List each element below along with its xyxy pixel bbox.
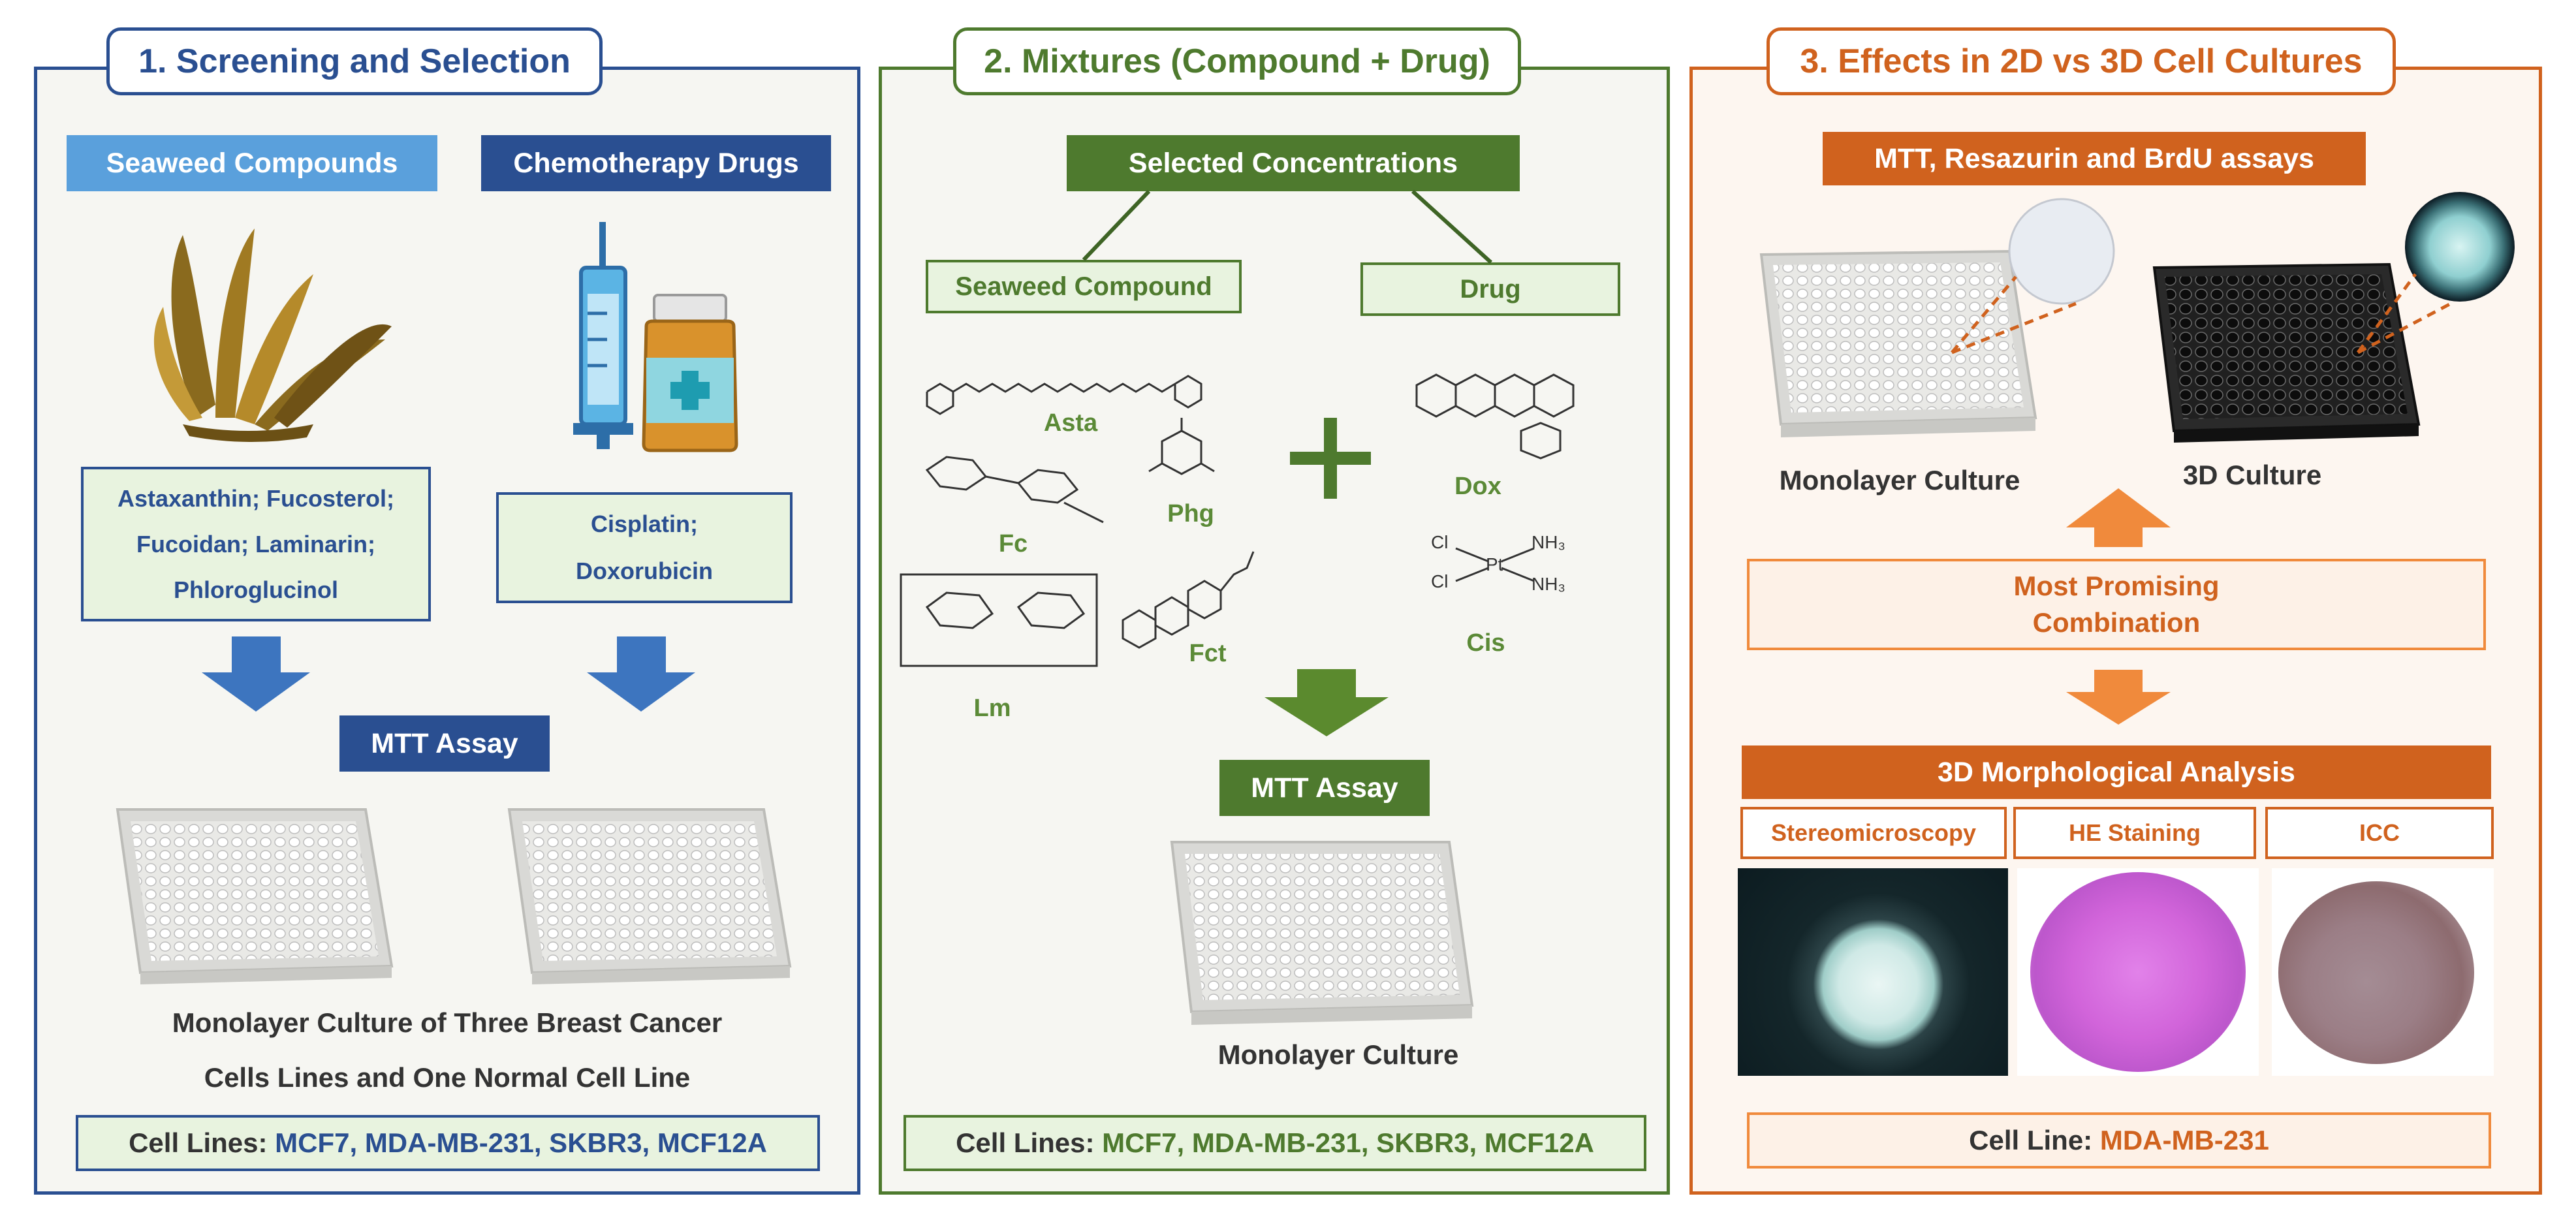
culture-3d-label: 3D Culture (2182, 460, 2322, 490)
selected-concentrations-label: Selected Concentrations (1067, 135, 1520, 191)
culture-line-1: Monolayer Culture of Three Breast Cancer (172, 1007, 723, 1038)
cell-lines-label: Cell Lines: (129, 1127, 268, 1158)
compound-line-1: Astaxanthin; Fucosterol; (117, 484, 395, 512)
cell-lines-value: MCF7, MDA-MB-231, SKBR3, MCF12A (275, 1127, 767, 1158)
label-fc: Fc (998, 530, 1028, 557)
cell-lines-box-2: Cell Lines: MCF7, MDA-MB-231, SKBR3, MCF… (903, 1115, 1646, 1171)
mtt-assay-label-1: MTT Assay (339, 715, 550, 772)
cell-lines-box-1: Cell Lines: MCF7, MDA-MB-231, SKBR3, MCF… (76, 1115, 820, 1171)
seaweed-compounds-label: Seaweed Compounds (67, 135, 437, 191)
assays-label: MTT, Resazurin and BrdU assays (1823, 132, 2366, 185)
label-dox: Dox (1454, 473, 1501, 500)
label-lm: Lm (973, 695, 1011, 722)
promising-line-2: Combination (2032, 607, 2201, 638)
cell-line-box-3: Cell Line: MDA-MB-231 (1747, 1112, 2491, 1169)
promising-combination-box: Most Promising Combination (1747, 559, 2486, 650)
label-cis: Cis (1466, 629, 1505, 657)
stereomicroscopy-image (1738, 868, 2008, 1076)
label-phg: Phg (1167, 500, 1214, 527)
culture-line-2: Cells Lines and One Normal Cell Line (204, 1062, 691, 1093)
method-stereomicroscopy: Stereomicroscopy (1740, 807, 2007, 859)
method-icc: ICC (2265, 807, 2494, 859)
cell-line-value-3: MDA-MB-231 (2099, 1125, 2269, 1155)
label-asta: Asta (1043, 409, 1098, 437)
seaweed-compound-label: Seaweed Compound (926, 260, 1242, 313)
cell-lines-value-2: MCF7, MDA-MB-231, SKBR3, MCF12A (1102, 1127, 1594, 1158)
method-he-staining: HE Staining (2013, 807, 2256, 859)
mtt-assay-label-2: MTT Assay (1219, 760, 1430, 816)
label-fct: Fct (1189, 640, 1227, 667)
drug-label: Drug (1360, 262, 1620, 316)
monolayer-culture-label-3: Monolayer Culture (1779, 465, 2020, 495)
panel3-title: 3. Effects in 2D vs 3D Cell Cultures (1767, 27, 2396, 95)
chemotherapy-drugs-label: Chemotherapy Drugs (481, 135, 831, 191)
panel-mixtures (879, 67, 1670, 1195)
cell-line-label-3: Cell Line: (1969, 1125, 2093, 1155)
culture-description: Monolayer Culture of Three Breast Cancer… (59, 996, 836, 1105)
icc-image (2272, 868, 2494, 1076)
panel2-title: 2. Mixtures (Compound + Drug) (953, 27, 1521, 95)
he-staining-image (2017, 868, 2259, 1076)
promising-line-1: Most Promising (2013, 571, 2220, 601)
compound-line-2: Fucoidan; Laminarin; (136, 530, 375, 557)
compound-line-3: Phloroglucinol (174, 576, 338, 603)
drug-line-2: Doxorubicin (575, 557, 713, 584)
panel1-title: 1. Screening and Selection (106, 27, 603, 95)
seaweed-compound-list: Astaxanthin; Fucosterol; Fucoidan; Lamin… (81, 467, 431, 621)
monolayer-culture-label-2: Monolayer Culture (1217, 1039, 1459, 1070)
drug-list: Cisplatin; Doxorubicin (496, 492, 793, 603)
morphological-analysis-label: 3D Morphological Analysis (1742, 745, 2491, 799)
cell-lines-label-2: Cell Lines: (956, 1127, 1095, 1158)
drug-line-1: Cisplatin; (590, 510, 698, 537)
